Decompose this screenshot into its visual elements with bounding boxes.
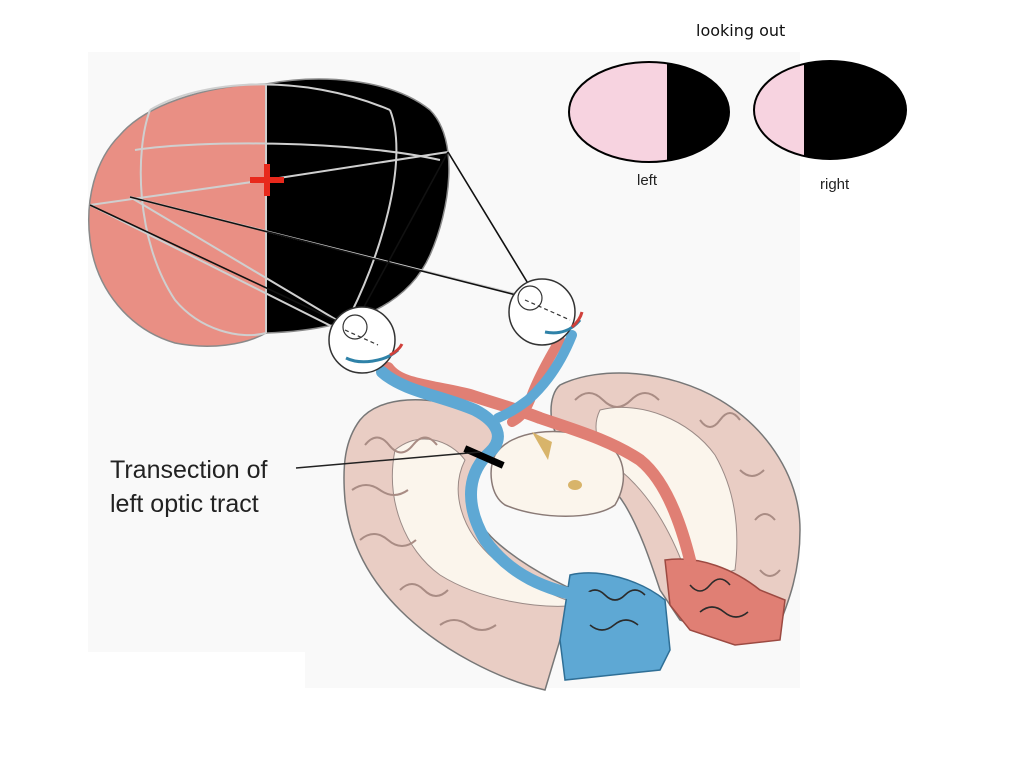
lesion-leader-line	[295, 451, 481, 469]
lesion-label: Transection of left optic tract	[110, 451, 481, 518]
midbrain	[490, 430, 625, 517]
brain-gyri	[351, 392, 781, 631]
eyeball-right-icon	[508, 278, 584, 346]
cortex-folds	[584, 578, 749, 631]
third-ventricle	[532, 432, 552, 460]
page-title: looking out	[696, 21, 785, 40]
visual-field-left-half	[88, 83, 267, 347]
lesion-label-line2: left optic tract	[110, 490, 259, 518]
eye-field-right-label: right	[820, 176, 850, 193]
eye-field-left-label: left	[637, 172, 658, 189]
projection-lines	[89, 151, 533, 326]
right-pathway-from-right-eye	[493, 330, 577, 423]
cerebral-aqueduct	[568, 480, 582, 490]
fixation-cross-icon	[250, 164, 284, 196]
left-pathway	[382, 362, 696, 566]
eyeball-left-icon	[328, 306, 404, 374]
lesion-label-line1: Transection of	[110, 456, 268, 484]
